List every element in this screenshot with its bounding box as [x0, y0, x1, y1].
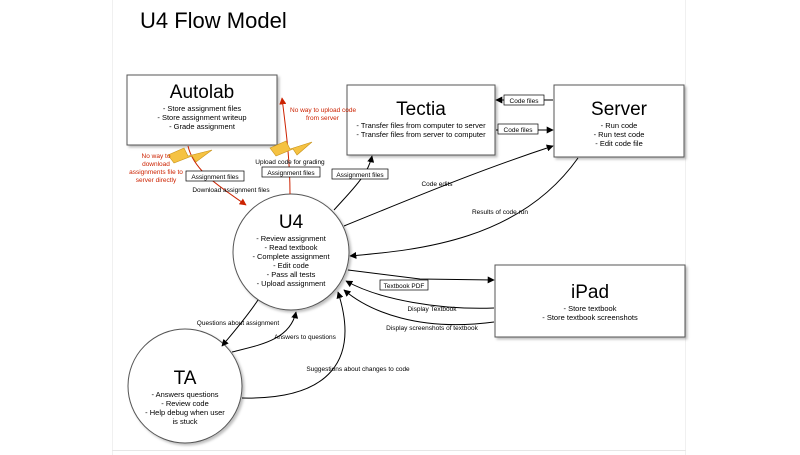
page-divider-bottom [112, 450, 686, 451]
flow-u4-to-server [343, 144, 554, 227]
flow-label-text: Assignment files [336, 172, 384, 179]
breakdown-note-line: No way to upload code [290, 107, 357, 114]
breakdown-note-line: download [142, 161, 170, 168]
node-ta-name: TA [174, 368, 197, 389]
flow-label-suggestions: Suggestions about changes to code [306, 366, 410, 373]
node-u4-line: - Review assignment [256, 234, 327, 243]
node-ipad-line: - Store textbook [564, 304, 617, 313]
flow-label-text: Code files [504, 127, 534, 134]
flow-u4-to-ta [221, 299, 259, 347]
node-u4-line: - Pass all tests [267, 270, 316, 279]
node-autolab: Autolab - Store assignment files - Store… [126, 74, 278, 146]
node-autolab-line: - Store assignment files [163, 104, 242, 113]
breakdown-note-upload: No way to upload code from server [290, 107, 357, 122]
flow-ta-to-u4 [231, 311, 299, 353]
node-tectia-line: - Transfer files from server to computer [356, 130, 486, 139]
node-u4: U4 - Review assignment - Read textbook -… [232, 193, 350, 311]
node-server: Server - Run code - Run test code - Edit… [553, 84, 685, 158]
flow-label-upload: Upload code for grading [255, 159, 325, 166]
node-server-line: - Run test code [594, 130, 645, 139]
node-ta-line: - Review code [161, 399, 209, 408]
flow-label-text: Assignment files [267, 170, 315, 177]
node-ipad-line: - Store textbook screenshots [542, 313, 638, 322]
breakdown-note-line: server directly [136, 177, 177, 184]
flow-label-answers: Answers to questions [274, 334, 337, 341]
flow-label-code-files: Code files [497, 123, 539, 135]
breakdown-note-line: No way to [142, 153, 171, 160]
node-autolab-name: Autolab [170, 82, 234, 103]
node-u4-line: - Read textbook [265, 243, 318, 252]
flow-ipad-screenshots-to-u4 [343, 289, 495, 326]
page-title: U4 Flow Model [140, 8, 287, 33]
flow-label-code-edits: Code edits [421, 181, 453, 188]
flow-label-assignment-files: Assignment files [331, 168, 389, 180]
flow-label-text: Assignment files [191, 174, 239, 181]
node-ta-line: - Answers questions [151, 390, 218, 399]
node-ipad: iPad - Store textbook - Store textbook s… [494, 264, 686, 338]
flow-label-text: Textbook PDF [384, 283, 425, 290]
breakdown-note-line: from server [306, 115, 340, 122]
node-ipad-name: iPad [571, 282, 609, 303]
breakdown-note-line: assignments file to [129, 169, 183, 176]
node-ta: TA - Answers questions - Review code - H… [127, 328, 243, 444]
node-autolab-line: - Grade assignment [169, 122, 236, 131]
node-server-name: Server [591, 99, 648, 120]
flow-label-text: Code files [510, 98, 540, 105]
flow-label-download: Download assignment files [192, 187, 270, 194]
flow-label-results: Results of code run [472, 209, 528, 216]
node-u4-line: - Complete assignment [252, 252, 330, 261]
node-u4-name: U4 [279, 212, 304, 233]
flow-label-textbook-pdf: Textbook PDF [379, 279, 429, 291]
node-ta-line: is stuck [172, 417, 197, 426]
node-server-line: - Run code [601, 121, 638, 130]
node-u4-line: - Edit code [273, 261, 309, 270]
flow-ipad-to-u4 [345, 280, 495, 309]
node-autolab-line: - Store assignment writeup [157, 113, 246, 122]
node-u4-line: - Upload assignment [257, 279, 327, 288]
node-tectia-name: Tectia [396, 99, 446, 120]
flow-label-assignment-files: Assignment files [261, 166, 321, 178]
page-divider-left [112, 0, 113, 455]
breakdown-bolt-icon [167, 147, 213, 164]
flow-label-display-screenshots: Display screenshots of textbook [386, 325, 479, 332]
breakdown-note-download: No way to download assignments file to s… [129, 153, 183, 184]
flow-label-assignment-files: Assignment files [185, 170, 245, 182]
breakdown-bolt-icon [269, 140, 313, 157]
flow-label-questions: Questions about assignment [197, 320, 280, 327]
flow-label-code-files: Code files [503, 94, 545, 106]
node-tectia: Tectia - Transfer files from computer to… [346, 84, 496, 156]
node-tectia-line: - Transfer files from computer to server [356, 121, 486, 130]
page-divider-right [685, 0, 686, 455]
flow-server-to-u4 [349, 157, 579, 259]
flow-u4-to-ipad [347, 269, 495, 284]
node-server-line: - Edit code file [595, 139, 643, 148]
flow-u4-to-tectia [333, 155, 375, 211]
flow-label-display-textbook: Display Textbook [407, 306, 457, 313]
flow-ta-suggestions-to-u4 [241, 291, 346, 399]
node-ta-line: - Help debug when user [145, 408, 225, 417]
